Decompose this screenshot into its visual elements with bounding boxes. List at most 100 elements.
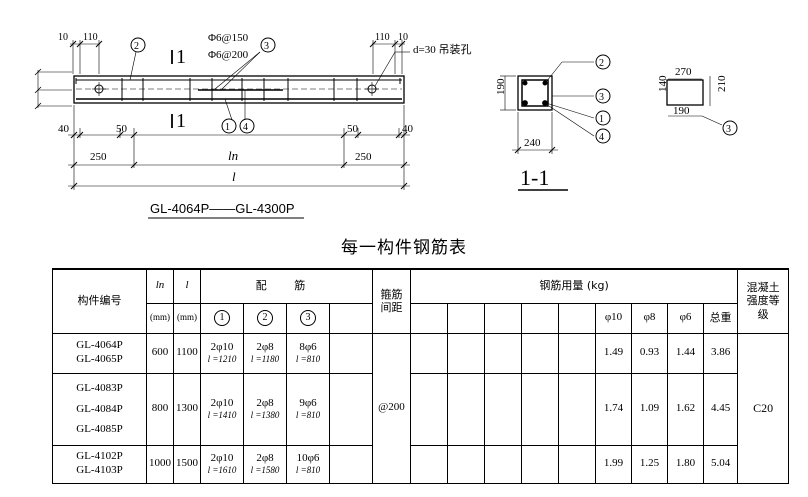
svg-text:40: 40 <box>58 123 70 135</box>
table-title: 每一构件钢筋表 <box>341 238 467 258</box>
svg-text:250: 250 <box>90 151 107 163</box>
q6-cell: 1.44 <box>667 332 704 374</box>
qty-empty <box>484 372 522 446</box>
qty-empty <box>484 444 522 484</box>
qty-empty <box>410 302 448 334</box>
l-cell: 1300 <box>173 372 201 446</box>
ln-cell: 600 <box>146 332 174 374</box>
l-cell: 1100 <box>173 332 201 374</box>
header-l: l <box>173 268 201 304</box>
svg-text:3: 3 <box>599 92 604 103</box>
qty-empty <box>558 372 596 446</box>
svg-text:250: 250 <box>355 151 372 163</box>
qty-empty <box>521 302 559 334</box>
header-bar-1: 1 <box>200 302 244 334</box>
svg-text:190: 190 <box>495 78 507 95</box>
svg-text:1: 1 <box>599 114 604 125</box>
lintel-drawing: 10 110 110 10 2 3 1 4 Φ6@150 Φ6@200 d=30… <box>34 32 738 219</box>
svg-text:110: 110 <box>375 32 390 43</box>
qty-empty <box>447 302 485 334</box>
section-title: 1-1 <box>520 165 549 190</box>
concrete-cell: C20 <box>737 332 790 484</box>
lintel-elevation-text: 10 110 110 10 2 3 1 4 Φ6@150 Φ6@200 d=30… <box>58 32 471 219</box>
header-q6: φ6 <box>667 302 704 334</box>
svg-text:110: 110 <box>83 32 98 43</box>
svg-text:50: 50 <box>347 123 359 135</box>
ln-label: ln <box>228 148 238 163</box>
total-cell: 3.86 <box>702 332 739 374</box>
svg-text:240: 240 <box>524 137 541 149</box>
qty-empty <box>410 332 448 374</box>
stirrup-detail-text: 270 140 210 190 3 <box>657 66 731 135</box>
header-total: 总重 <box>702 302 739 334</box>
qty-empty <box>521 372 559 446</box>
bar-empty <box>329 444 373 484</box>
header-l-unit: (mm) <box>173 302 201 334</box>
svg-text:140: 140 <box>657 75 669 92</box>
header-bar-3: 3 <box>286 302 330 334</box>
svg-text:10: 10 <box>398 32 408 43</box>
q8-cell: 1.09 <box>631 372 668 446</box>
hole-note: d=30 吊装孔 <box>413 43 471 56</box>
svg-text:270: 270 <box>675 66 692 78</box>
q6-cell: 1.62 <box>667 372 704 446</box>
l-cell: 1500 <box>173 444 201 484</box>
header-ln: ln <box>146 268 174 304</box>
svg-text:210: 210 <box>716 75 728 92</box>
svg-text:1: 1 <box>225 122 230 133</box>
qty-empty <box>410 372 448 446</box>
qty-empty <box>558 302 596 334</box>
qty-empty <box>558 444 596 484</box>
header-ln-unit: (mm) <box>146 302 174 334</box>
q6-cell: 1.80 <box>667 444 704 484</box>
svg-text:10: 10 <box>58 32 68 43</box>
qty-empty <box>447 332 485 374</box>
bar-empty <box>329 332 373 374</box>
qty-empty <box>521 444 559 484</box>
qty-empty <box>447 372 485 446</box>
svg-text:4: 4 <box>599 132 604 143</box>
header-rebar: 配 筋 <box>200 268 373 304</box>
header-concrete: 混凝土强度等级 <box>737 268 790 334</box>
lintel-elevation <box>34 37 410 190</box>
svg-text:3: 3 <box>264 41 269 52</box>
qty-empty <box>484 302 522 334</box>
stirrup-detail <box>666 76 738 136</box>
qty-empty <box>484 332 522 374</box>
bar-empty <box>329 372 373 446</box>
q8-cell: 0.93 <box>631 332 668 374</box>
q10-cell: 1.99 <box>595 444 632 484</box>
svg-text:3: 3 <box>726 124 731 135</box>
svg-text:190: 190 <box>673 105 690 117</box>
section-mark-left-bottom: 1 <box>176 110 186 132</box>
total-cell: 5.04 <box>702 444 739 484</box>
q10-cell: 1.74 <box>595 372 632 446</box>
stirrup-note-1: Φ6@150 <box>208 32 249 44</box>
header-bar-empty <box>329 302 373 334</box>
svg-text:4: 4 <box>243 122 248 133</box>
ln-cell: 800 <box>146 372 174 446</box>
svg-text:50: 50 <box>116 123 128 135</box>
ln-cell: 1000 <box>146 444 174 484</box>
qty-empty <box>447 444 485 484</box>
svg-text:2: 2 <box>599 58 604 69</box>
q8-cell: 1.25 <box>631 444 668 484</box>
svg-text:2: 2 <box>134 41 139 52</box>
header-bar-2: 2 <box>243 302 287 334</box>
header-q10: φ10 <box>595 302 632 334</box>
qty-empty <box>410 444 448 484</box>
